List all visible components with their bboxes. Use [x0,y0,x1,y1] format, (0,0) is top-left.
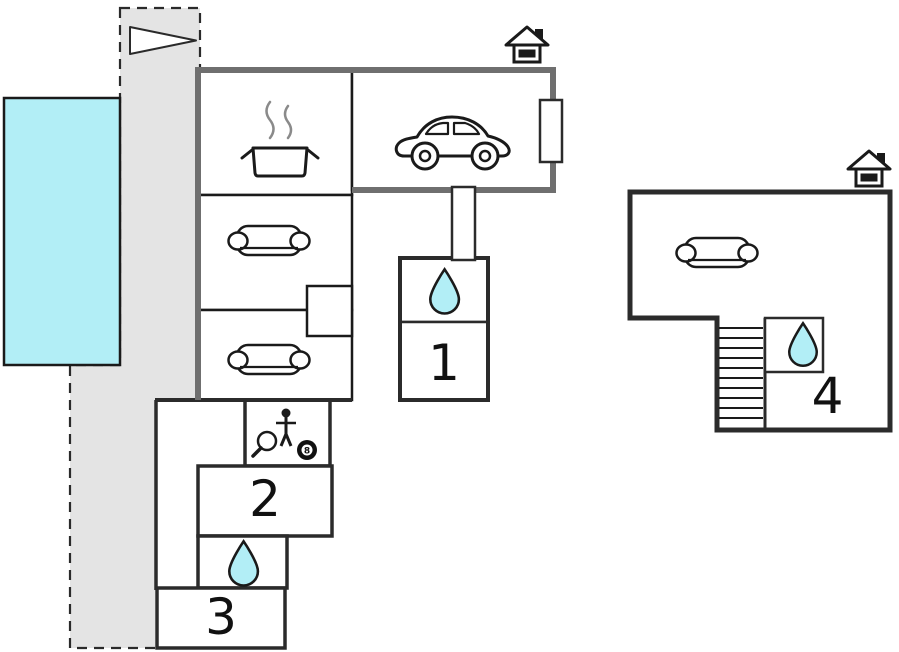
annex-outline-wall [627,189,893,433]
lower-wing-rooms [155,398,334,650]
person-icon [276,408,296,447]
bedroom-3-room [155,586,287,650]
annex-house [627,189,893,433]
table-tennis-paddle-icon [251,430,278,458]
water-drop-icon [428,267,461,315]
wall-niche [305,284,354,338]
water-drop-icon [227,539,260,587]
sofa-icon [675,236,759,269]
cooking-pot-icon [240,100,320,178]
house-icon [504,25,550,64]
stairs [719,327,763,419]
hall-door [450,185,477,262]
bedroom-2-room [196,464,334,538]
house-icon [846,149,892,188]
garage-side-door [538,98,564,164]
game-room-icons: 8 [251,408,317,460]
water-drop-icon [787,321,819,367]
sofa-icon [227,224,311,257]
sofa-icon [227,343,311,376]
entrance-arrow-icon [129,26,197,55]
car-icon [394,115,511,171]
block-outline-wall [398,256,490,402]
bedroom-1-room [398,320,490,402]
swimming-pool [2,96,122,367]
billiard-ball-number: 8 [304,447,310,457]
billiard-8-ball-icon: 8 [297,440,317,460]
exterior-wall [195,67,556,400]
